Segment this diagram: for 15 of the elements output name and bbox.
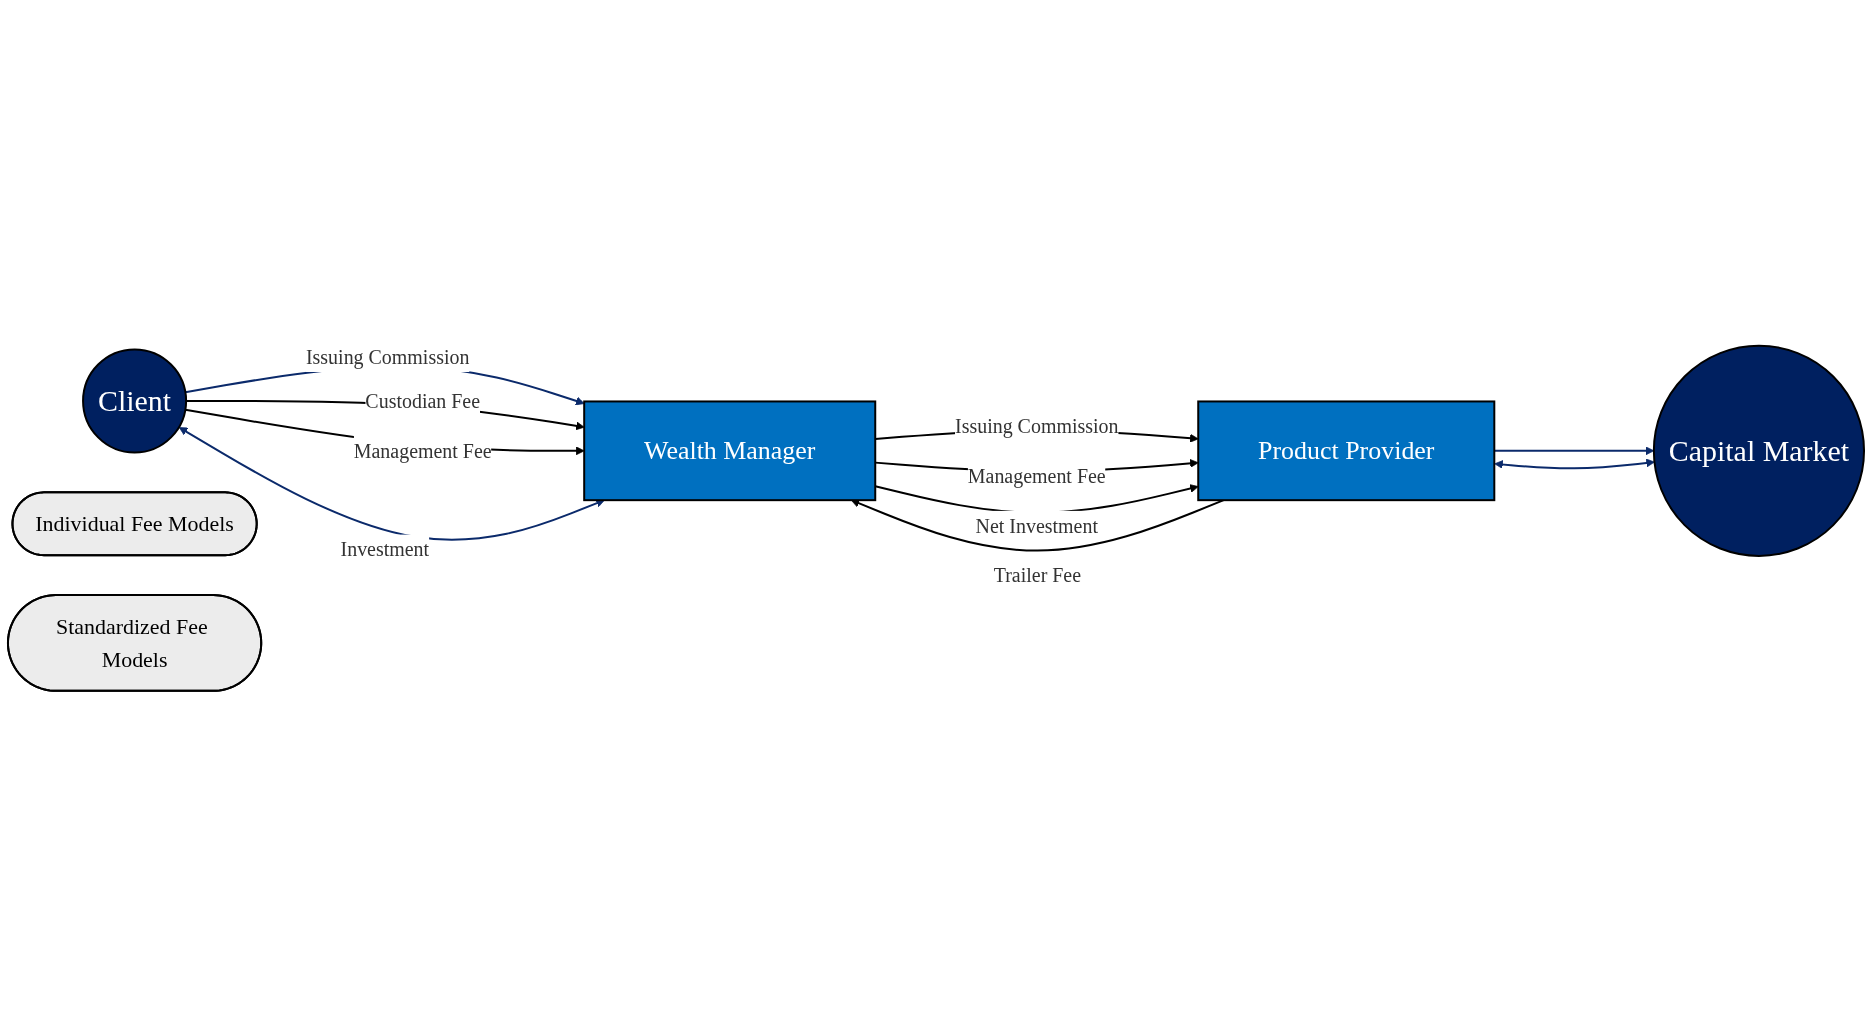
- edge-label: Custodian Fee: [365, 389, 481, 412]
- node-circle: Capital Market: [1652, 344, 1865, 557]
- arrow: [850, 499, 1225, 552]
- edge-label: Issuing Commission: [955, 414, 1119, 437]
- arrow: [178, 427, 605, 541]
- edge-label: Trailer Fee: [993, 564, 1082, 587]
- arrow: [1494, 458, 1655, 470]
- edge-label: Management Fee: [967, 464, 1106, 487]
- node-box: Wealth Manager: [583, 400, 877, 502]
- edge-label: Management Fee: [353, 439, 492, 462]
- edge-label: Issuing Commission: [305, 346, 470, 369]
- node-circle: Client: [82, 348, 188, 454]
- node-box: Product Provider: [1197, 400, 1496, 502]
- edge-label: Investment: [340, 538, 430, 561]
- edge-label: Net Investment: [975, 514, 1098, 537]
